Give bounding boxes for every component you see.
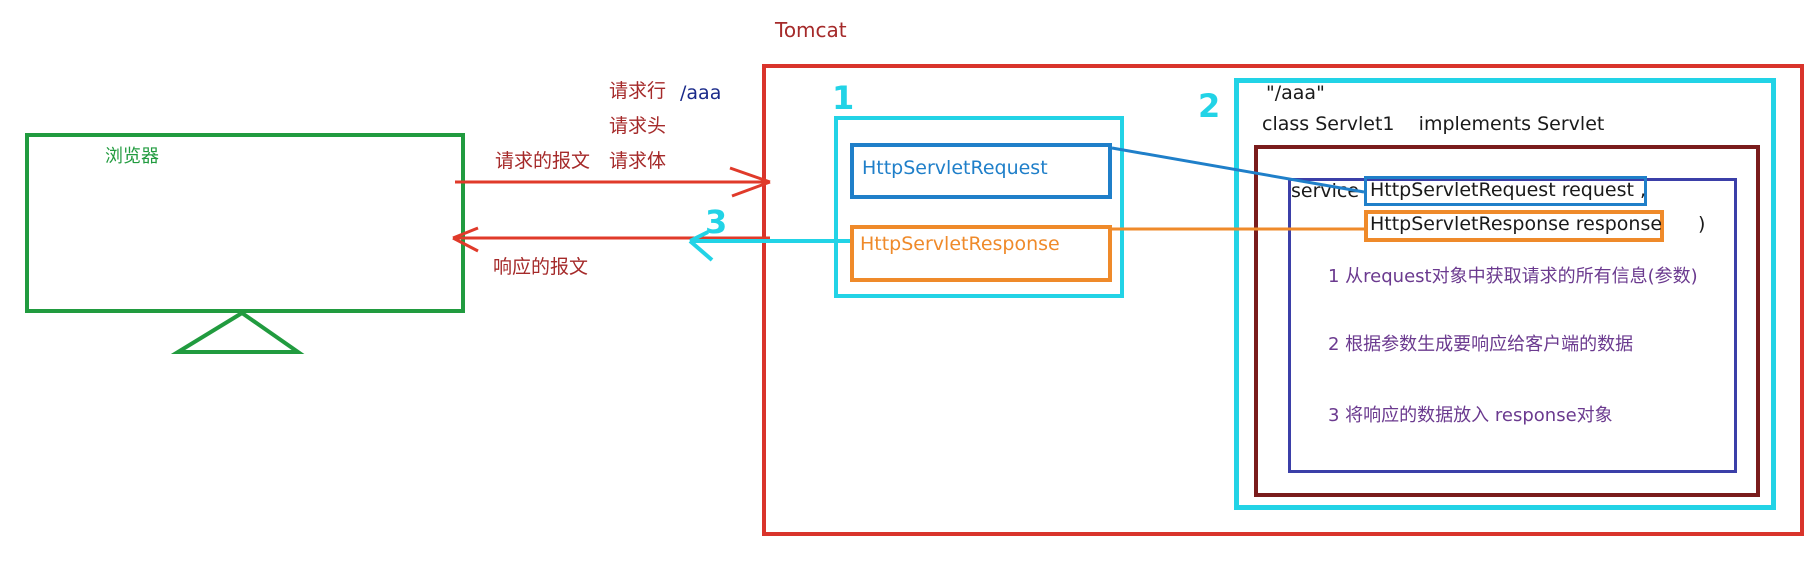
http-servlet-request-box (850, 143, 1112, 199)
return-arrow-head-bottom (688, 239, 714, 262)
param-response-label: HttpServletResponse response (1370, 213, 1663, 235)
monitor-stand (170, 310, 305, 354)
service-keyword: service (1291, 180, 1360, 202)
service-method-box (1254, 145, 1760, 497)
step-number-1: 1 (832, 79, 855, 117)
http-servlet-request-label: HttpServletRequest (862, 157, 1048, 179)
param-request-box (1364, 176, 1647, 206)
service-body-box (1288, 178, 1737, 473)
step-number-2: 2 (1198, 87, 1221, 125)
http-servlet-response-label: HttpServletResponse (860, 233, 1060, 255)
servlet-box (1234, 78, 1776, 510)
step-number-3: 3 (705, 203, 728, 241)
http-servlet-response-box (850, 225, 1112, 282)
servlet-mapping: "/aaa" (1266, 82, 1325, 104)
param-request-label: HttpServletRequest request , (1370, 179, 1646, 201)
response-arrow-head-bottom (452, 236, 479, 253)
request-connector (1111, 146, 1365, 194)
response-message-label: 响应的报文 (493, 256, 589, 278)
request-message-label: 请求的报文 (495, 150, 591, 172)
request-header-label: 请求头 (609, 115, 667, 137)
request-arrow-head-bottom (731, 180, 771, 198)
request-line-label: 请求行 (609, 80, 667, 102)
container-objects-box (834, 116, 1124, 298)
response-arrow-head-top (452, 226, 479, 240)
browser-window (25, 133, 465, 313)
request-body-label: 请求体 (609, 150, 667, 172)
servlet-step-3: 3 将响应的数据放入 response对象 (1328, 405, 1613, 426)
service-close-paren: ) (1698, 213, 1706, 235)
request-path: /aaa (680, 82, 722, 104)
return-arrow-head-top (689, 230, 709, 243)
tomcat-label: Tomcat (775, 18, 847, 42)
param-response-box (1364, 210, 1664, 242)
servlet-class-declaration: class Servlet1 implements Servlet (1262, 113, 1605, 135)
servlet-step-1: 1 从request对象中获取请求的所有信息(参数) (1328, 266, 1698, 287)
request-arrow-head-top (729, 166, 771, 184)
browser-label: 浏览器 (105, 146, 159, 167)
servlet-step-2: 2 根据参数生成要响应给客户端的数据 (1328, 334, 1634, 355)
tomcat-container (762, 64, 1804, 536)
